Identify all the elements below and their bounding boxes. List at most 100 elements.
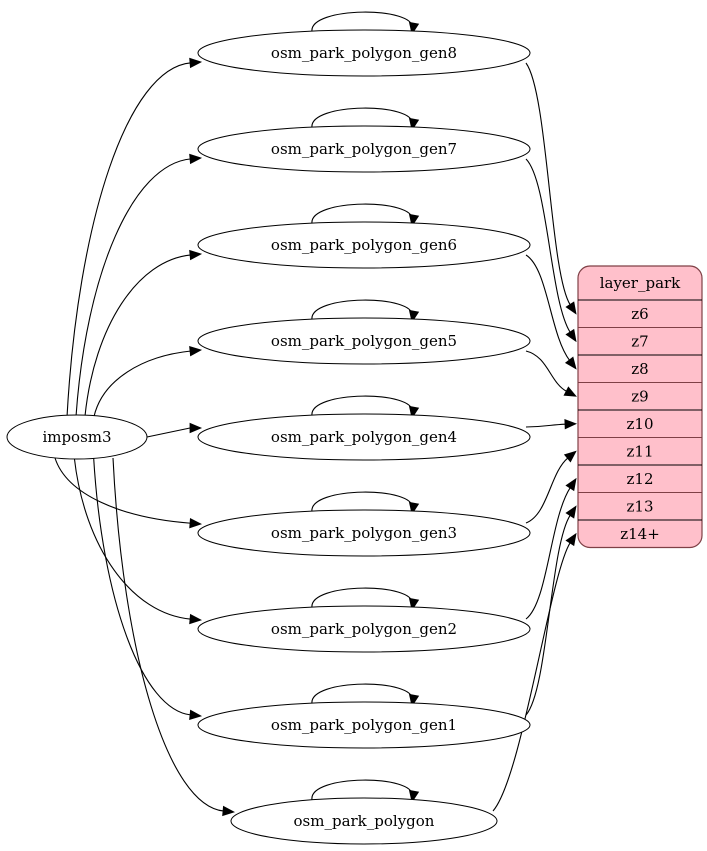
- osm_park_polygon_gen3-ellipse[interactable]: [197, 509, 531, 557]
- osm_park_polygon_gen2-ellipse[interactable]: [197, 605, 531, 653]
- osm_park_polygon-ellipse[interactable]: [230, 797, 498, 845]
- nodes-layer: imposm3 osm_park_polygon_gen8 osm_park_pol…: [6, 29, 531, 845]
- osm_park_polygon_gen4-ellipse[interactable]: [197, 413, 531, 461]
- osm_park_polygon_gen5-label: osm_park_polygon_gen5: [271, 332, 457, 350]
- edge-osm_park_polygon_gen7-to-z7: [525, 158, 571, 333]
- table-row-z6[interactable]: z6: [578, 300, 702, 328]
- edge-imposm3-to-osm_park_polygon_gen5: [93, 350, 192, 417]
- edge-imposm3-to-osm_park_polygon_gen8: [66, 62, 192, 418]
- osm_park_polygon_gen4-label: osm_park_polygon_gen4: [271, 428, 457, 446]
- edge-imposm3-to-osm_park_polygon_gen1: [93, 457, 192, 716]
- node-osm_park_polygon_gen4[interactable]: osm_park_polygon_gen4: [197, 413, 531, 461]
- table-node-layer: layer_park z6 z7 z8 z9 z10 z11 z12 z13 z14+: [577, 265, 703, 549]
- arrowhead-osm_park_polygon_gen6-to-z8: [564, 356, 577, 370]
- node-osm_park_polygon_gen8[interactable]: osm_park_polygon_gen8: [197, 29, 531, 77]
- self-loop-osm_park_polygon: [311, 779, 413, 801]
- self-loop-osm_park_polygon_gen1: [311, 683, 413, 705]
- self-loop-osm_park_polygon_gen4: [311, 395, 413, 417]
- osm_park_polygon-label: osm_park_polygon: [294, 812, 435, 830]
- imposm3-ellipse[interactable]: [6, 414, 148, 460]
- edge-imposm3-to-osm_park_polygon_gen7: [75, 158, 192, 417]
- osm_park_polygon_gen7-ellipse[interactable]: [197, 125, 531, 173]
- arrowhead-imposm3-to-osm_park_polygon: [222, 805, 236, 817]
- self-loop-osm_park_polygon_gen7: [311, 107, 413, 129]
- edges-layer: [54, 11, 578, 817]
- arrowhead-imposm3-to-osm_park_polygon_gen8: [189, 57, 203, 69]
- self-loop-osm_park_polygon_gen2: [311, 587, 413, 609]
- osm_park_polygon_gen8-label: osm_park_polygon_gen8: [271, 44, 457, 62]
- table-row-z12[interactable]: z12: [578, 465, 702, 493]
- edge-imposm3-to-osm_park_polygon_gen6: [84, 254, 192, 417]
- osm_park_polygon_gen8-ellipse[interactable]: [197, 29, 531, 77]
- osm_park_polygon_gen1-ellipse[interactable]: [197, 701, 531, 749]
- arrowhead-osm_park_polygon_gen3-to-z11: [563, 450, 577, 463]
- self-loop-osm_park_polygon_gen3: [311, 491, 413, 513]
- layer-park-body[interactable]: [577, 265, 703, 549]
- arrowhead-osm_park_polygon_gen1-to-z13: [565, 505, 577, 519]
- edge-osm_park_polygon_gen2-to-z12: [525, 487, 571, 620]
- node-osm_park_polygon_gen1[interactable]: osm_park_polygon_gen1: [197, 701, 531, 749]
- table-row-z9[interactable]: z9: [578, 383, 702, 411]
- node-imposm3[interactable]: imposm3: [6, 414, 148, 460]
- node-osm_park_polygon_gen7[interactable]: osm_park_polygon_gen7: [197, 125, 531, 173]
- table-row-z11[interactable]: z11: [578, 438, 702, 466]
- node-osm_park_polygon_gen2[interactable]: osm_park_polygon_gen2: [197, 605, 531, 653]
- arrowhead-imposm3-to-osm_park_polygon_gen3: [189, 517, 203, 529]
- arrowhead-imposm3-to-osm_park_polygon_gen2: [189, 613, 203, 625]
- edge-imposm3-to-osm_park_polygon: [112, 457, 225, 812]
- table-row-label-z14+: z14+: [620, 525, 660, 543]
- osm_park_polygon_gen2-label: osm_park_polygon_gen2: [271, 620, 457, 638]
- arrowhead-imposm3-to-osm_park_polygon_gen4: [189, 422, 203, 434]
- table-row-z14+[interactable]: z14+: [578, 520, 702, 548]
- osm_park_polygon_gen3-label: osm_park_polygon_gen3: [271, 524, 457, 542]
- table-row-label-z8: z8: [631, 360, 648, 378]
- self-loop-osm_park_polygon_gen5: [311, 299, 413, 321]
- layer-park-header-label: layer_park: [600, 274, 681, 292]
- edge-imposm3-to-osm_park_polygon_gen4: [146, 427, 191, 438]
- edge-osm_park_polygon-to-z14+: [492, 542, 571, 812]
- osm_park_polygon_gen1-label: osm_park_polygon_gen1: [271, 716, 457, 734]
- table-row-z13[interactable]: z13: [578, 493, 702, 521]
- node-osm_park_polygon_gen6[interactable]: osm_park_polygon_gen6: [197, 221, 531, 269]
- edge-osm_park_polygon_gen8-to-z6: [525, 62, 571, 306]
- arrowhead-imposm3-to-osm_park_polygon_gen7: [189, 153, 203, 165]
- edge-osm_park_polygon_gen4-to-z10: [525, 423, 566, 428]
- osm_park_polygon_gen6-ellipse[interactable]: [197, 221, 531, 269]
- edge-imposm3-to-osm_park_polygon_gen2: [73, 457, 192, 620]
- table-row-z7[interactable]: z7: [578, 328, 702, 356]
- table-row-label-z7: z7: [631, 332, 648, 350]
- table-row-label-z12: z12: [627, 470, 654, 488]
- edge-osm_park_polygon_gen6-to-z8: [525, 254, 571, 361]
- self-loop-osm_park_polygon_gen8: [311, 11, 413, 33]
- arrowhead-imposm3-to-osm_park_polygon_gen6: [189, 249, 203, 261]
- node-osm_park_polygon_gen3[interactable]: osm_park_polygon_gen3: [197, 509, 531, 557]
- arrowhead-imposm3-to-osm_park_polygon_gen1: [189, 709, 203, 721]
- edge-imposm3-to-osm_park_polygon_gen3: [54, 457, 192, 524]
- arrowhead-osm_park_polygon_gen5-to-z9: [563, 386, 577, 397]
- arrowhead-osm_park_polygon_gen7-to-z7: [565, 328, 577, 343]
- arrowhead-imposm3-to-osm_park_polygon_gen5: [189, 345, 203, 357]
- node-osm_park_polygon_gen5[interactable]: osm_park_polygon_gen5: [197, 317, 531, 365]
- osm_park_polygon_gen7-label: osm_park_polygon_gen7: [271, 140, 457, 158]
- table-row-label-z10: z10: [627, 415, 654, 433]
- edge-osm_park_polygon_gen1-to-z13: [525, 514, 571, 716]
- arrowhead-osm_park_polygon_gen8-to-z6: [565, 301, 577, 315]
- node-layer-park-table[interactable]: layer_park z6 z7 z8 z9 z10 z11 z12 z13 z14+: [577, 265, 703, 549]
- table-row-label-z13: z13: [627, 497, 654, 515]
- table-row-z10[interactable]: z10: [578, 410, 702, 438]
- arrowhead-osm_park_polygon_gen2-to-z12: [565, 477, 577, 492]
- edge-osm_park_polygon_gen5-to-z9: [525, 350, 567, 392]
- table-row-label-z11: z11: [627, 442, 654, 460]
- self-loop-osm_park_polygon_gen6: [311, 203, 413, 225]
- osm_park_polygon_gen6-label: osm_park_polygon_gen6: [271, 236, 457, 254]
- table-row-label-z6: z6: [631, 305, 648, 323]
- imposm3-label: imposm3: [42, 428, 111, 446]
- node-osm_park_polygon[interactable]: osm_park_polygon: [230, 797, 498, 845]
- arrowhead-osm_park_polygon-to-z14+: [565, 532, 577, 547]
- table-row-label-z9: z9: [631, 387, 648, 405]
- table-row-z8[interactable]: z8: [578, 355, 702, 383]
- arrowhead-osm_park_polygon_gen4-to-z10: [564, 418, 578, 430]
- osm_park_polygon_gen5-ellipse[interactable]: [197, 317, 531, 365]
